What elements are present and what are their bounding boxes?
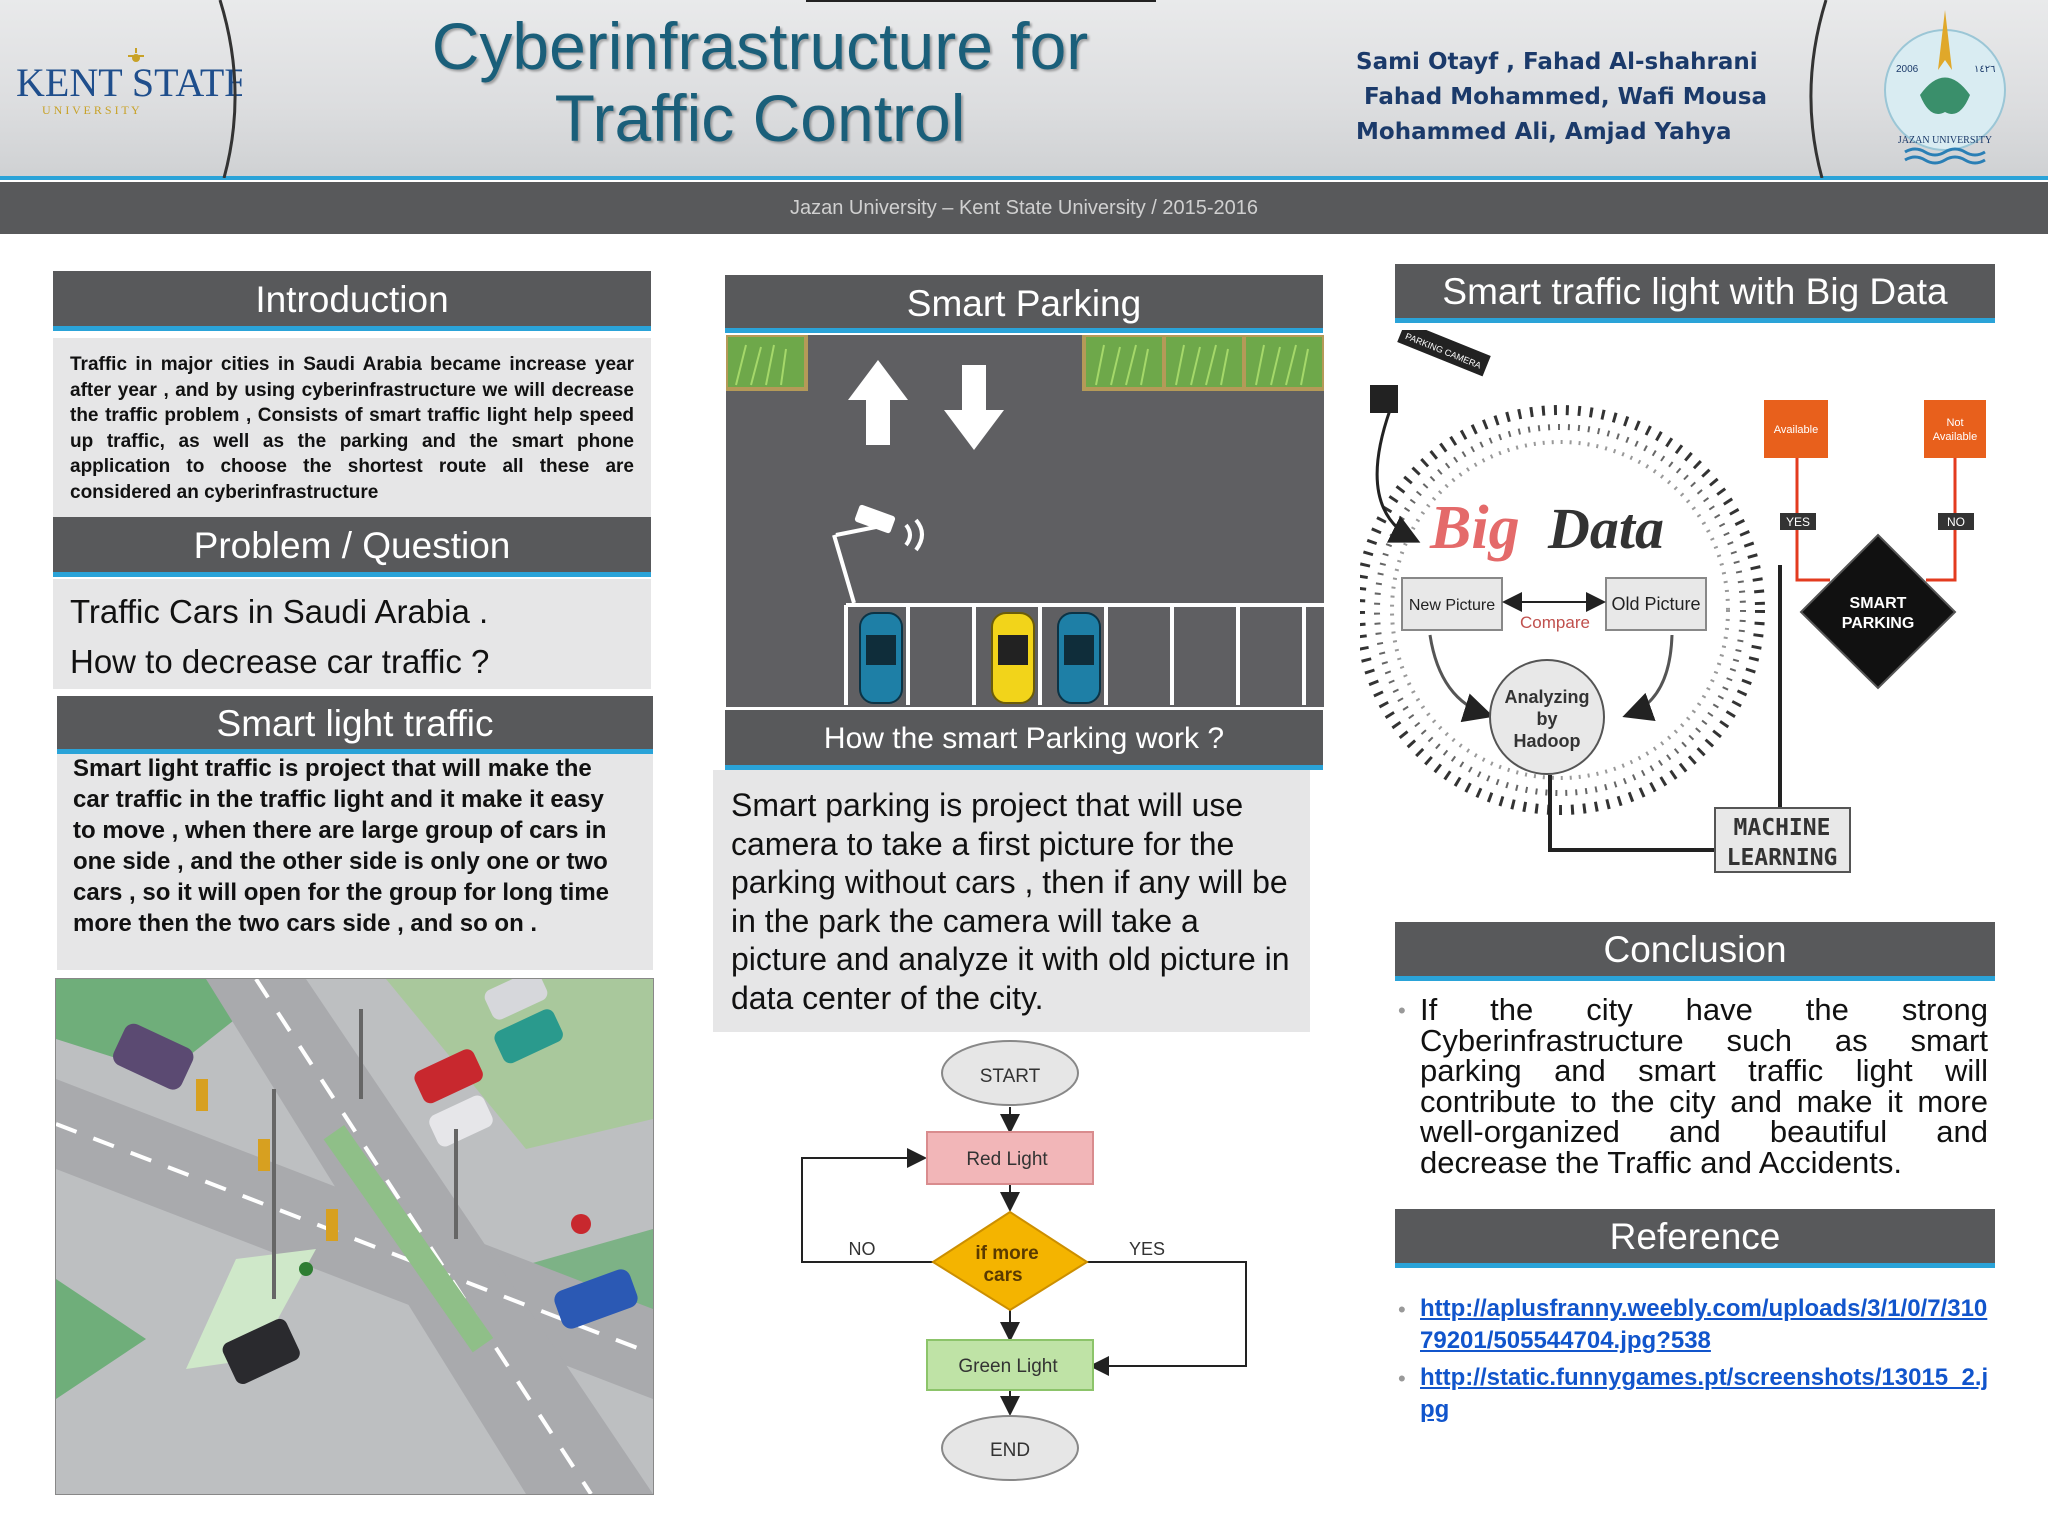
title-line-1: Cyberinfrastructure for [431, 9, 1089, 83]
conclusion-heading: Conclusion [1395, 922, 1995, 981]
parking-text-line: parking without cars , then if any will … [731, 864, 1288, 900]
parking-text-line: data center of the city. [731, 979, 1044, 1016]
smart-light-box [57, 754, 653, 970]
analyzing-label-1: Analyzing [1504, 687, 1589, 707]
subtitle-bar [0, 182, 2048, 234]
parking-text-line: picture and analyze it with old picture … [731, 941, 1290, 977]
old-picture-label: Old Picture [1611, 594, 1700, 614]
flow-decision-label-2: cars [983, 1265, 1022, 1286]
smart-light-heading: Smart light traffic [57, 696, 653, 754]
kent-state-wordmark: KENT STATE [16, 60, 242, 105]
jazan-logo-year-left: 2006 [1896, 64, 1919, 75]
poster-header [0, 0, 2048, 178]
author-line-2: Fahad Mohammed, Wafi Mousa [1364, 84, 1767, 110]
reference-link-1[interactable]: http://aplusfranny.weebly.com/uploads/3/… [1420, 1295, 1988, 1354]
flow-end-label: END [990, 1440, 1030, 1461]
conclusion-text: If the city have the strong Cyberinfrast… [1420, 992, 1988, 1180]
flow-red-light-node [926, 1131, 1094, 1185]
problem-line-2: How to decrease car traffic ? [70, 643, 490, 680]
reference-bullet: • [1398, 1366, 1406, 1391]
author-line-3: Mohammed Ali, Amjad Yahya [1356, 119, 1732, 145]
reference-heading: Reference [1395, 1209, 1995, 1268]
poster-title: Cyberinfrastructure for Traffic Control [380, 10, 1140, 154]
no-label: NO [1947, 515, 1965, 529]
parking-lot-illustration [726, 335, 1324, 707]
jazan-logo-year-right: ١٤٢٦ [1974, 64, 1995, 75]
parking-text: Smart parking is project that will use c… [731, 786, 1293, 1017]
problem-text: Traffic Cars in Saudi Arabia . How to de… [70, 587, 630, 687]
parking-text-box [713, 770, 1310, 1032]
big-data-heading: Smart traffic light with Big Data [1395, 264, 1995, 323]
smart-parking-heading: Smart Parking [725, 275, 1323, 333]
jazan-university-logo: 2006 ١٤٢٦ JAZAN UNIVERSITY [1860, 0, 2030, 172]
big-data-diagram: PARKING CAMERA Big Data New Picture Old … [1355, 321, 2020, 885]
flow-no-label: NO [849, 1239, 876, 1259]
conclusion-bullet: • [1398, 998, 1406, 1023]
title-top-rule [806, 0, 1156, 2]
introduction-text: Traffic in major cities in Saudi Arabia … [70, 354, 634, 503]
intersection-illustration [55, 978, 654, 1495]
traffic-light-flowchart: START Red Light if more cars NO YES Gree… [735, 1040, 1310, 1500]
jazan-logo-name: JAZAN UNIVERSITY [1898, 135, 1992, 146]
flow-green-light-label: Green Light [958, 1356, 1058, 1377]
smart-parking-diamond-label-1: SMART [1850, 595, 1907, 612]
reference-link-2[interactable]: http://static.funnygames.pt/screenshots/… [1420, 1364, 1989, 1423]
author-list: Sami Otayf , Fahad Al-shahrani Fahad Moh… [1356, 45, 1796, 150]
parking-text-line: Smart parking is project that will use [731, 787, 1244, 823]
problem-heading: Problem / Question [53, 517, 651, 577]
flow-yes-label: YES [1129, 1239, 1165, 1259]
available-label: Available [1774, 424, 1818, 436]
problem-box [53, 579, 651, 689]
flow-decision-node [931, 1210, 1089, 1312]
header-curve-left [218, 0, 237, 178]
title-line-2: Traffic Control [554, 81, 966, 155]
parking-text-line: in the park the camera will take a [731, 902, 1199, 939]
learning-label: LEARNING [1727, 845, 1838, 871]
flow-start-label: START [980, 1066, 1041, 1087]
smart-parking-diamond-label-2: PARKING [1842, 615, 1915, 632]
reference-bullet: • [1398, 1297, 1406, 1322]
flow-start-node [941, 1040, 1079, 1106]
header-accent-line [0, 176, 2048, 180]
machine-label: MACHINE [1734, 815, 1831, 841]
compare-label: Compare [1520, 613, 1590, 632]
flow-green-light-node [926, 1339, 1094, 1391]
analyzing-label-3: Hadoop [1514, 731, 1581, 751]
parking-subheading: How the smart Parking work ? [725, 710, 1323, 770]
smart-light-text: Smart light traffic is project that will… [73, 755, 610, 937]
introduction-box [53, 338, 651, 518]
yes-label: YES [1786, 515, 1810, 529]
not-available-label-2: Available [1933, 431, 1977, 443]
author-line-1: Sami Otayf , Fahad Al-shahrani [1356, 49, 1758, 75]
flow-end-node [941, 1415, 1079, 1481]
problem-line-1: Traffic Cars in Saudi Arabia . [70, 593, 489, 630]
header-curve-right [1809, 0, 1828, 178]
new-picture-label: New Picture [1409, 597, 1495, 614]
subtitle-text: Jazan University – Kent State University… [789, 197, 1259, 219]
flow-red-light-label: Red Light [966, 1149, 1048, 1170]
big-data-title-big: Big [1429, 494, 1520, 562]
analyzing-label-2: by [1536, 709, 1557, 729]
introduction-heading: Introduction [53, 271, 651, 331]
not-available-label-1: Not [1946, 417, 1963, 429]
flow-decision-label-1: if more [975, 1243, 1038, 1264]
big-data-title-data: Data [1547, 496, 1664, 561]
parking-text-line: camera to take a first picture for the [731, 825, 1235, 862]
kent-state-university-text: U N I V E R S I T Y [42, 103, 140, 117]
kent-state-logo: KENT STATE U N I V E R S I T Y [12, 48, 249, 128]
